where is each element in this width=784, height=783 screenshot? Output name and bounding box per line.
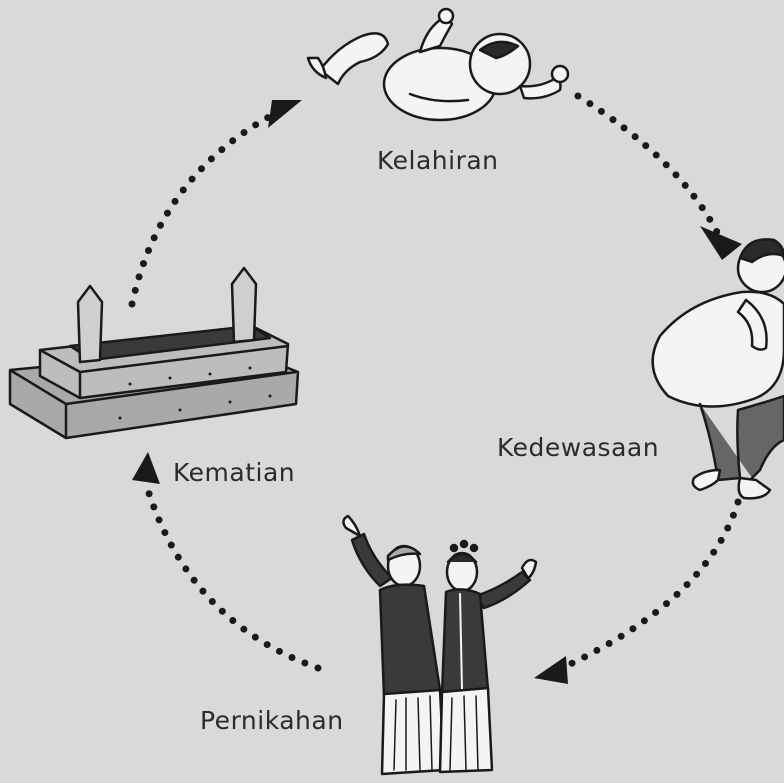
stage-label-marriage: Pernikahan (200, 706, 344, 735)
arrow-marriage-to-death (132, 452, 322, 672)
stage-label-adulthood: Kedewasaan (497, 433, 660, 462)
arrow-adulthood-to-marriage (534, 498, 742, 684)
arrow-birth-to-adulthood (574, 92, 742, 260)
stage-label-birth: Kelahiran (377, 146, 499, 175)
grave-icon (8, 266, 300, 440)
wedding-couple-icon (342, 514, 538, 776)
arrow-death-to-birth (128, 100, 302, 308)
baby-icon (306, 7, 570, 122)
stage-label-death: Kematian (173, 458, 296, 487)
thinking-man-icon (651, 238, 784, 500)
